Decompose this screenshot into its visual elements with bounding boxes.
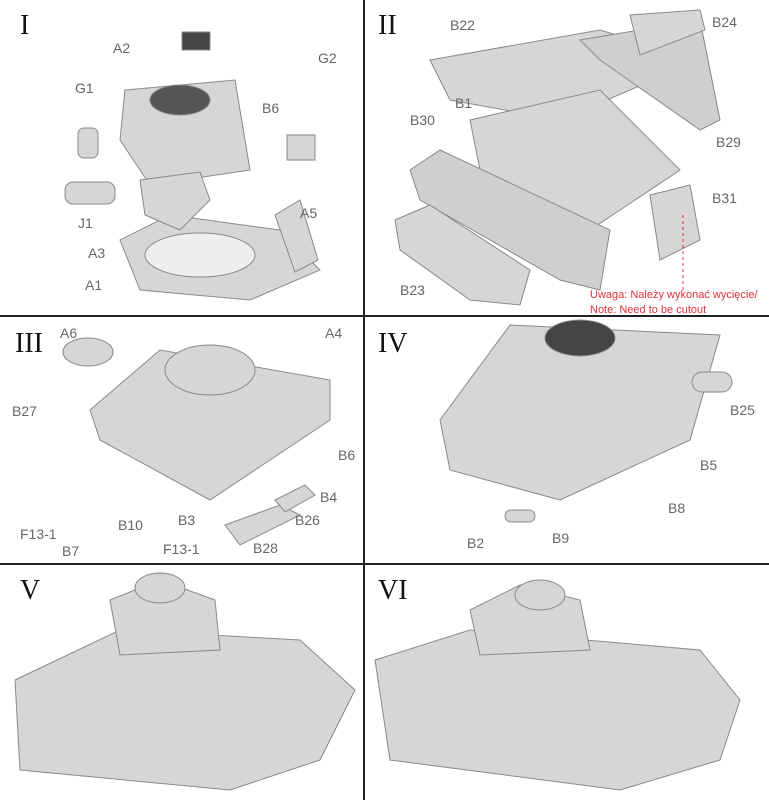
dome-a6 [62, 337, 114, 367]
lower-hull-b1 [469, 89, 681, 231]
part-b26 [274, 484, 316, 513]
part-label: A2 [113, 40, 131, 56]
part-label: A6 [60, 325, 78, 341]
part-label: B3 [178, 512, 196, 528]
step-number: VI [378, 575, 408, 606]
part-label: B7 [62, 543, 80, 559]
part-label: B28 [253, 540, 278, 556]
part-label: B23 [400, 282, 425, 298]
part-label: B22 [450, 17, 475, 33]
step-number: II [378, 10, 397, 41]
step-number: III [15, 328, 43, 359]
skirt-b23 [394, 204, 531, 306]
part-label: B26 [295, 512, 320, 528]
part-b9 [504, 509, 536, 523]
hatch-opening [149, 84, 211, 116]
step-number: IV [378, 328, 408, 359]
part-label: A1 [85, 277, 103, 293]
part-label: B5 [700, 457, 718, 473]
part-label: B27 [12, 403, 37, 419]
part-b25 [691, 371, 733, 393]
part-label: B9 [552, 530, 570, 546]
part-g2-top [181, 31, 211, 51]
part-label: B29 [716, 134, 741, 150]
part-label: B2 [467, 535, 485, 551]
part-a5 [274, 199, 319, 273]
part-label: B31 [712, 190, 737, 206]
cutout-note: Uwaga: Należy wykonać wycięcie/ Note: Ne… [590, 288, 758, 318]
part-label: B1 [455, 95, 473, 111]
turret-opening-iv [544, 319, 616, 357]
track-b30 [409, 149, 611, 291]
panel-divider-vertical [363, 0, 365, 800]
part-label: A4 [325, 325, 343, 341]
part-label: F13-1 [163, 541, 200, 557]
part-label: B30 [410, 112, 435, 128]
dome-render-vi [514, 579, 566, 611]
panel-divider-row1 [0, 315, 769, 317]
part-label: B25 [730, 402, 755, 418]
part-label: B8 [668, 500, 686, 516]
tank-body-iv [439, 324, 721, 501]
part-label: A5 [300, 205, 318, 221]
part-b31 [649, 184, 701, 261]
part-label: A3 [88, 245, 106, 261]
panel-divider-row2 [0, 563, 769, 565]
tank-render-vi [374, 629, 741, 791]
part-label: G2 [318, 50, 337, 66]
part-label: G1 [75, 80, 94, 96]
tank-render-v [14, 629, 356, 791]
turret-iii [164, 344, 256, 396]
part-label: B4 [320, 489, 338, 505]
part-a3 [139, 171, 211, 231]
step-number: V [20, 575, 41, 606]
turret-ring [144, 232, 256, 278]
part-label: B6 [262, 100, 280, 116]
dome-render-v [134, 572, 186, 604]
part-label: F13-1 [20, 526, 57, 542]
part-b28 [224, 504, 302, 546]
part-g2-side [286, 134, 316, 161]
part-label: B6 [338, 447, 356, 463]
part-label: B10 [118, 517, 143, 533]
part-label: J1 [78, 215, 93, 231]
tank-body-iii [89, 349, 331, 501]
note-english: Note: Need to be cutout [590, 304, 707, 316]
skirt-b24 [629, 9, 706, 56]
part-g1 [77, 127, 99, 159]
part-j1 [64, 181, 116, 205]
step-number: I [20, 10, 30, 41]
note-polish: Uwaga: Należy wykonać wycięcie/ [590, 289, 758, 301]
part-label: B24 [712, 14, 737, 30]
